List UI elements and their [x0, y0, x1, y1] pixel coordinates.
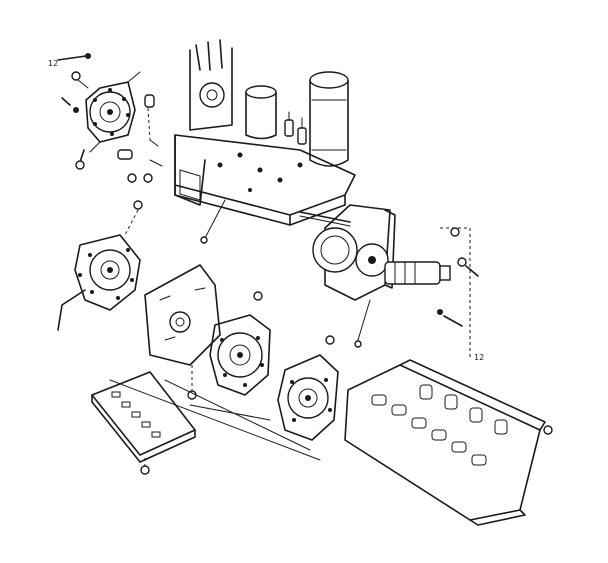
- capacitor-large: [309, 71, 349, 167]
- label-screw-12-top: 12: [48, 59, 58, 68]
- bracket-plate: [144, 264, 221, 400]
- small-components: [284, 111, 307, 145]
- screw-top-left: 12: [48, 53, 91, 68]
- shaft: [299, 211, 351, 227]
- screw-right: 12: [437, 227, 484, 362]
- capacitor-small: [245, 85, 277, 140]
- tube-socket: [189, 39, 233, 131]
- wafer-switch-right: [277, 335, 339, 441]
- leader-lines: [109, 199, 371, 461]
- label-screw-12-right: 12: [474, 353, 484, 362]
- wafer-switch-center: [209, 291, 271, 396]
- wafer-switch-top-left: [61, 71, 141, 170]
- spacers-top-left: [117, 94, 163, 183]
- shield-cage: [344, 359, 553, 526]
- wafer-switch-left: [57, 200, 143, 331]
- terminal-strip: [91, 371, 196, 475]
- main-chassis: [174, 134, 356, 226]
- gear-assembly: [312, 204, 451, 301]
